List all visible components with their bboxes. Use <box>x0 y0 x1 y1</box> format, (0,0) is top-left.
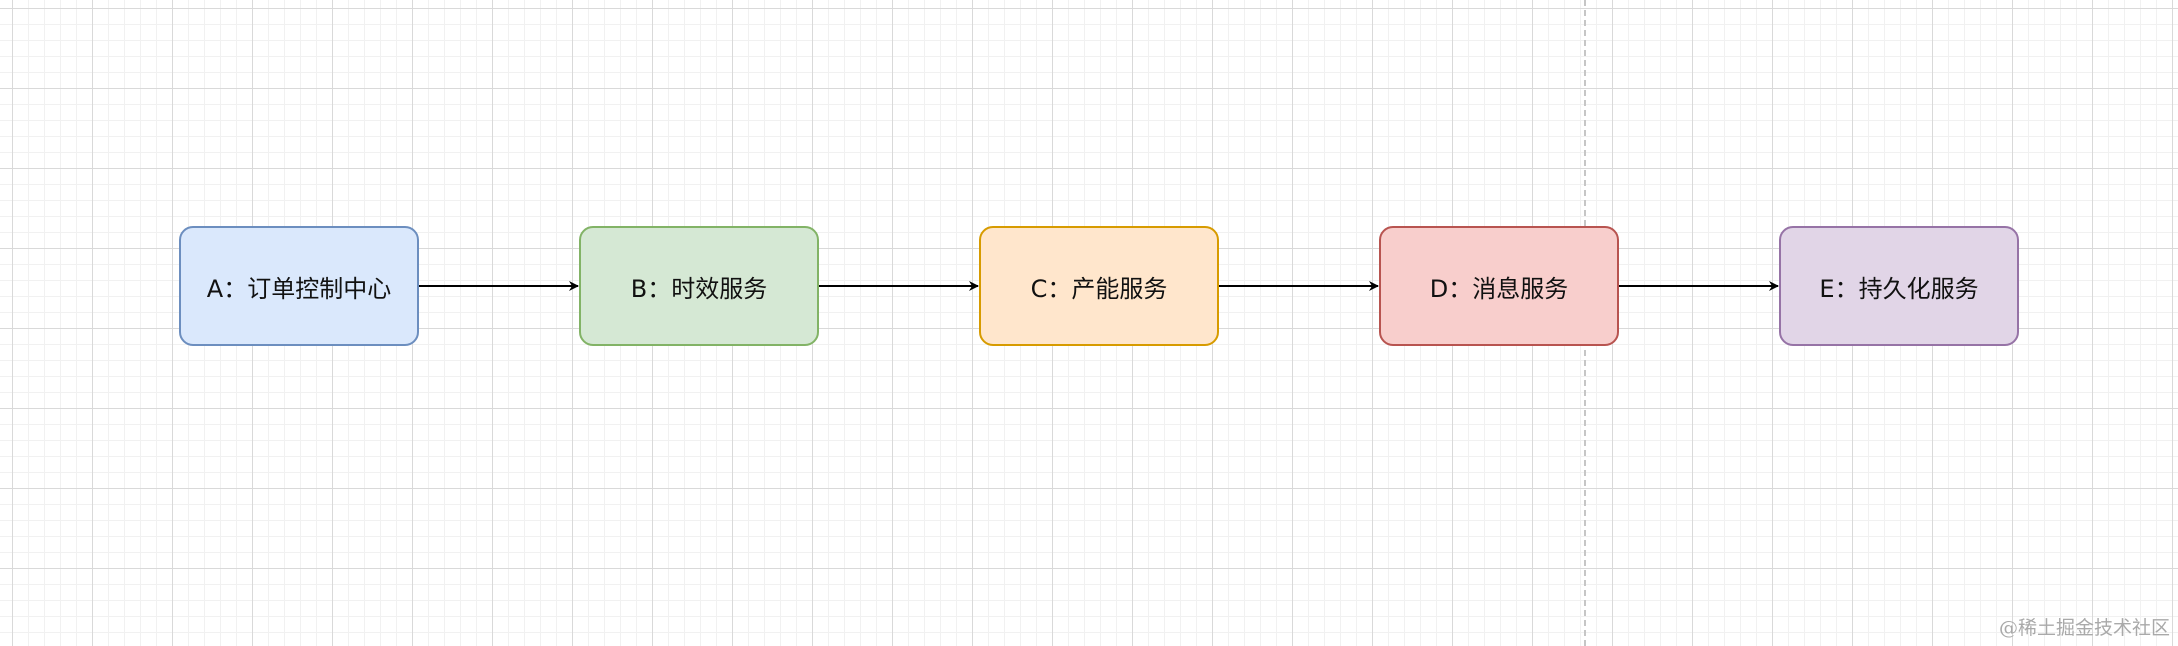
node-e-label: E：持久化服务 <box>1819 274 1979 303</box>
node-b-label: B：时效服务 <box>630 274 768 303</box>
node-a-label: A：订单控制中心 <box>206 274 392 303</box>
node-a-order-control-center[interactable]: A：订单控制中心 <box>179 226 419 346</box>
node-d-message-service[interactable]: D：消息服务 <box>1379 226 1619 346</box>
watermark: @稀土掘金技术社区 <box>1998 617 2170 639</box>
node-c-label: C：产能服务 <box>1030 274 1168 303</box>
node-d-label: D：消息服务 <box>1429 274 1569 303</box>
node-b-timeliness-service[interactable]: B：时效服务 <box>579 226 819 346</box>
node-c-capacity-service[interactable]: C：产能服务 <box>979 226 1219 346</box>
node-e-persistence-service[interactable]: E：持久化服务 <box>1779 226 2019 346</box>
